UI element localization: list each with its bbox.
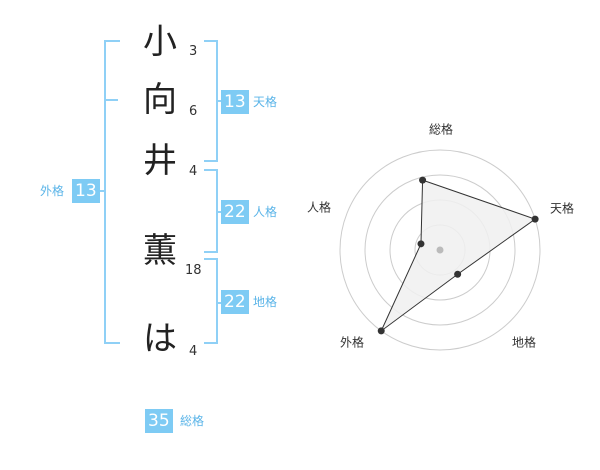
soukaku-label: 総格 xyxy=(180,414,205,428)
tenkaku-value: 13 xyxy=(221,90,249,114)
name-char-4: 薫 xyxy=(143,231,177,271)
gaikaku-connector xyxy=(98,190,104,192)
stroke-count-3: 4 xyxy=(189,164,198,179)
radar-axis-label: 人格 xyxy=(307,200,331,215)
radar-axis-label: 外格 xyxy=(340,335,364,350)
stroke-count-4: 18 xyxy=(185,263,202,278)
name-char-5: は xyxy=(143,319,177,359)
jinkaku-value: 22 xyxy=(221,200,249,224)
radar-ring xyxy=(364,174,516,326)
tenkaku-label: 天格 xyxy=(253,95,278,109)
stroke-count-2: 6 xyxy=(189,104,198,119)
chikaku-bracket xyxy=(204,258,218,344)
tenkaku-connector xyxy=(216,100,222,102)
gaikaku-label: 外格 xyxy=(40,184,65,198)
gaikaku-bracket-tick xyxy=(104,99,118,101)
radar-ring xyxy=(339,149,541,351)
radar-axis-label: 天格 xyxy=(550,201,574,216)
name-char-3: 井 xyxy=(143,141,177,181)
jinkaku-connector xyxy=(216,211,222,213)
radar-point xyxy=(377,327,385,335)
name-char-1: 小 xyxy=(143,22,177,62)
soukaku-value: 35 xyxy=(145,409,173,433)
chikaku-connector xyxy=(216,302,222,304)
name-char-2: 向 xyxy=(143,80,177,120)
radar-point xyxy=(531,215,539,223)
gaikaku-bracket xyxy=(104,40,120,344)
radar-axis-label: 総格 xyxy=(429,122,453,137)
stroke-count-5: 4 xyxy=(189,344,198,359)
stroke-count-1: 3 xyxy=(189,44,198,59)
radar-axis-label: 地格 xyxy=(512,335,536,350)
jinkaku-label: 人格 xyxy=(253,205,278,219)
radar-point xyxy=(454,270,462,278)
radar-center xyxy=(436,246,444,254)
radar-series-area xyxy=(380,179,537,332)
radar-point xyxy=(417,240,425,248)
gaikaku-value: 13 xyxy=(72,179,100,203)
chikaku-value: 22 xyxy=(221,290,249,314)
chikaku-label: 地格 xyxy=(253,295,278,309)
radar-point xyxy=(419,176,427,184)
